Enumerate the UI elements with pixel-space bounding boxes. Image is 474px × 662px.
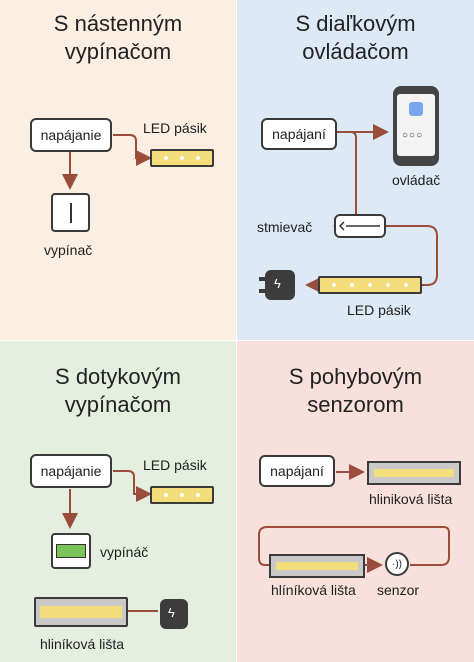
- power-label: napájaní: [272, 126, 326, 142]
- profile-led-insert: [40, 606, 122, 618]
- profile-bottom-label: hlíníková lišta: [271, 582, 356, 598]
- switch-label: vypínač: [44, 242, 93, 258]
- led-label: LED pásik: [143, 120, 207, 136]
- sensor-label: senzor: [377, 582, 420, 598]
- led-label: LED pásik: [143, 457, 207, 473]
- wall-switch-icon: [51, 193, 90, 232]
- aluminum-profile-top: [367, 461, 461, 485]
- phone-screen: ○○○: [397, 94, 435, 156]
- touch-switch-icon: [51, 533, 91, 569]
- led-dots: [332, 283, 408, 287]
- profile-label: hliníková lišta: [40, 636, 125, 652]
- dimmer-slider-icon: [338, 221, 380, 231]
- switch-toggle-icon: [69, 202, 72, 223]
- motion-sensor-icon: ·)): [385, 552, 409, 576]
- wall-switch-connectors: [62, 134, 152, 190]
- plug-prong-1: [259, 277, 265, 281]
- power-box: napájanie: [30, 118, 112, 152]
- power-label: napájanie: [40, 463, 102, 479]
- remote-phone-icon: ○○○: [393, 86, 439, 166]
- switch-label: vypínáč: [100, 544, 149, 560]
- plug-bolt-icon: ϟ: [274, 276, 281, 291]
- profile-top-label: hliniková lišta: [369, 491, 453, 507]
- plug-bolt-icon: ϟ: [168, 605, 175, 620]
- dimmer-box: [334, 214, 386, 238]
- power-box: napájaní: [259, 455, 335, 487]
- led-dots: [164, 156, 200, 160]
- line-loop-left: [258, 526, 444, 566]
- power-label: napájaní: [270, 463, 324, 479]
- touch-switch-connectors: [62, 470, 158, 612]
- profile-led-insert: [276, 562, 358, 570]
- profile-led-insert: [374, 469, 454, 477]
- led-label: LED pásik: [347, 302, 411, 318]
- led-dots: [164, 493, 200, 497]
- remote-label: ovládač: [392, 172, 441, 188]
- remote-buttons-icon: ○○○: [402, 130, 424, 141]
- led-strip: [150, 149, 214, 167]
- touch-panel-icon: [56, 544, 86, 558]
- dimmer-label: stmievač: [257, 219, 313, 235]
- arrow-power-to-led: [113, 134, 152, 166]
- power-box: napájanie: [30, 454, 112, 488]
- app-icon: [409, 102, 423, 116]
- led-strip: [150, 486, 214, 504]
- plug-prong-2: [259, 289, 265, 293]
- plug-icon: ϟ: [160, 599, 188, 629]
- motion-sensor-connectors: [258, 464, 450, 573]
- power-box: napájaní: [261, 118, 337, 150]
- arrow-power-to-led: [113, 470, 152, 502]
- line-loop-right: [410, 526, 450, 566]
- line-dimmer-to-led: [384, 225, 438, 286]
- aluminum-profile: [34, 597, 128, 627]
- plug-icon: ϟ: [259, 270, 295, 300]
- power-label: napájanie: [40, 127, 102, 143]
- arrow-to-dimmer: [333, 131, 357, 234]
- aluminum-profile-bottom: [269, 554, 365, 578]
- led-strip: [318, 276, 422, 294]
